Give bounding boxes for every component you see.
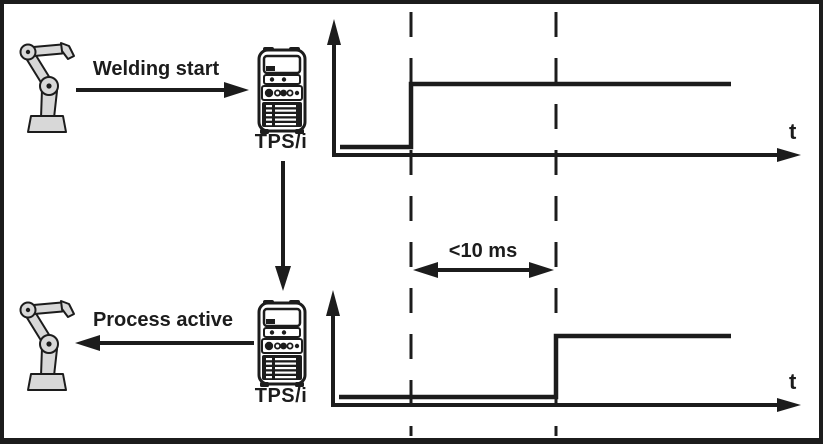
robot-arm-icon-top — [19, 42, 75, 133]
tps-device-label-bottom: TPS/i — [254, 385, 308, 407]
top-signal-chart — [327, 19, 801, 162]
welding-power-source-icon-top — [257, 47, 307, 134]
time-axis-label-bottom: t — [789, 369, 797, 394]
bottom-signal-chart — [326, 290, 801, 412]
device-link-arrow — [275, 161, 291, 291]
process-active-arrow — [75, 335, 254, 351]
welding-start-arrow — [76, 82, 249, 98]
welding-power-source-icon-bottom — [257, 300, 307, 387]
process-active-label: Process active — [92, 309, 234, 331]
delay-value-label: <10 ms — [448, 240, 518, 262]
dashed-event-markers — [409, 12, 558, 436]
robot-arm-icon-bottom — [19, 300, 75, 391]
delay-dimension-arrow — [413, 262, 554, 278]
tps-device-label-top: TPS/i — [254, 131, 308, 153]
welding-start-label: Welding start — [92, 58, 220, 80]
time-axis-label-top: t — [789, 119, 797, 144]
